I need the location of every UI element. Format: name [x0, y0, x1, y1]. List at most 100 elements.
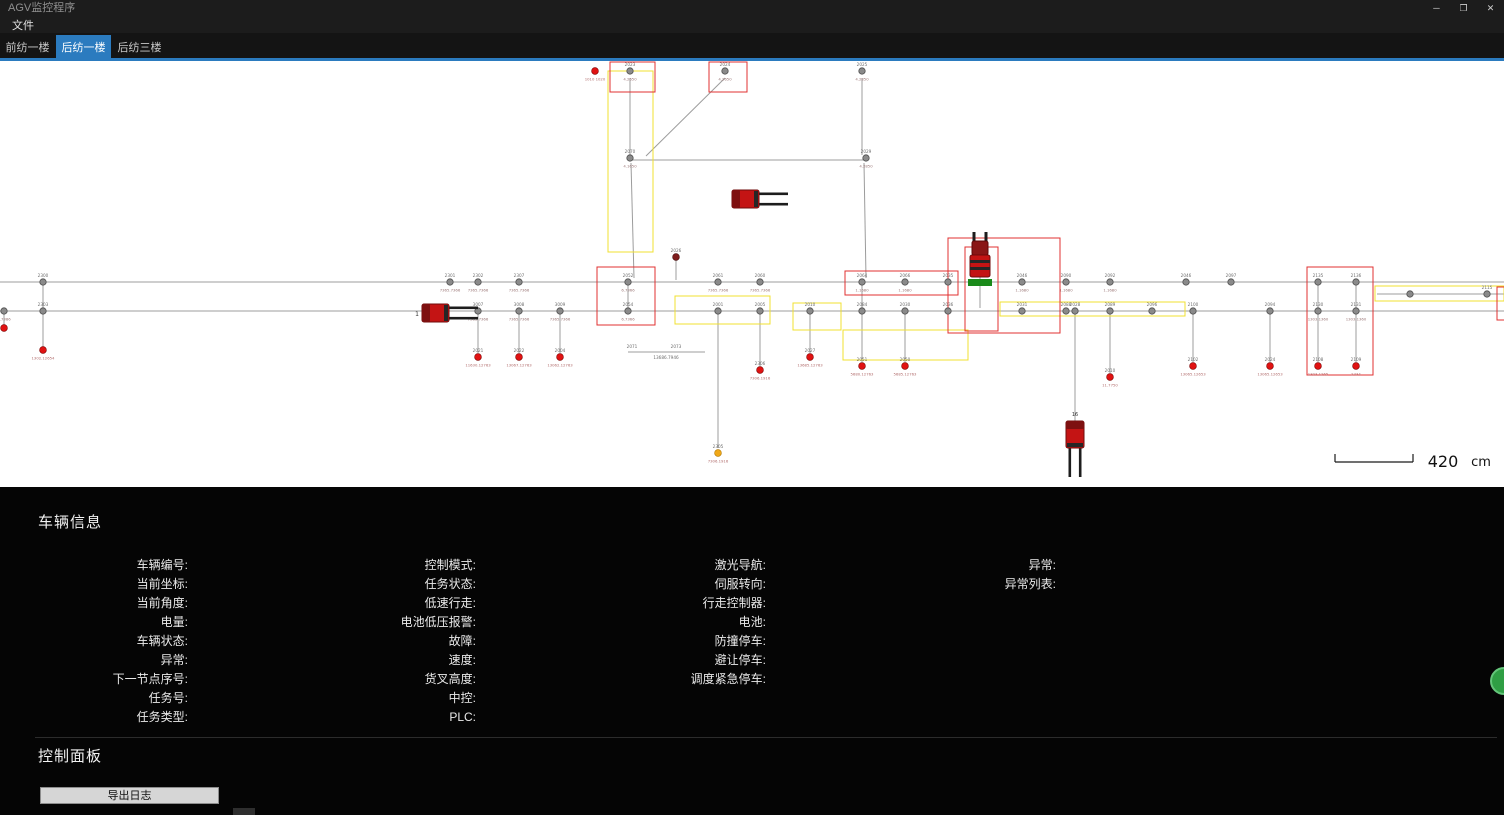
export-log-button[interactable]: 导出日志 — [40, 787, 219, 804]
tab-1[interactable]: 前纺一楼 — [5, 41, 50, 54]
map-node[interactable]: 6.7386 — [0, 307, 11, 322]
agv-forklift[interactable]: 1 — [415, 303, 478, 323]
map-node[interactable]: 2135 — [1313, 273, 1324, 286]
svg-text:7365.7366: 7365.7366 — [708, 288, 729, 293]
window-controls: ─ ❐ ✕ — [1423, 0, 1504, 16]
agv-forklift[interactable] — [731, 189, 788, 209]
warning-zone-rect — [674, 295, 771, 325]
svg-text:2136: 2136 — [1351, 273, 1362, 278]
agv-forklift[interactable]: 16 — [1065, 412, 1085, 477]
map-alarm-dot[interactable]: 1010 1020 — [585, 67, 606, 82]
svg-text:2115: 2115 — [1482, 285, 1493, 290]
map-node[interactable]: 2046 — [1181, 273, 1192, 286]
map-alarm-dot[interactable] — [0, 324, 8, 332]
svg-text:2030: 2030 — [900, 302, 911, 307]
map-node[interactable]: 2084 — [857, 302, 868, 315]
maximize-button[interactable]: ❐ — [1459, 2, 1468, 13]
map-node[interactable]: 2303 — [38, 302, 49, 315]
field-label: 控制模式: — [424, 558, 476, 572]
map-node[interactable]: 2031 — [1017, 302, 1028, 315]
map-node[interactable]: 2001 — [713, 302, 724, 315]
close-button[interactable]: ✕ — [1486, 2, 1495, 13]
svg-text:2109: 2109 — [1351, 357, 1362, 362]
map-darkred-dot[interactable]: 2026 — [671, 248, 682, 261]
svg-text:cm: cm — [1471, 455, 1491, 470]
map-node[interactable]: 2300 — [38, 273, 49, 286]
svg-text:7365.7366: 7365.7366 — [509, 317, 530, 322]
svg-text:2004: 2004 — [555, 348, 566, 353]
alarm-zone-rect — [1496, 286, 1504, 321]
map-node[interactable] — [1406, 290, 1414, 298]
menu-file[interactable]: 文件 — [12, 19, 34, 32]
map-node[interactable]: 2030 — [900, 302, 911, 315]
svg-text:1010 1020: 1010 1020 — [585, 77, 606, 82]
map-node[interactable]: 2096 — [1147, 302, 1158, 315]
map-node[interactable]: 2036 — [943, 302, 954, 315]
map-node[interactable]: 2005 — [755, 302, 766, 315]
map-alarm-dot[interactable]: 1302.12654 — [32, 346, 56, 361]
svg-text:2090: 2090 — [1061, 273, 1072, 278]
map-node[interactable]: 2115 — [1482, 285, 1493, 298]
field-label: 当前坐标: — [136, 577, 188, 591]
bottom-partial-control[interactable] — [233, 808, 255, 815]
map-node[interactable]: 2089 — [1105, 302, 1116, 315]
warning-zone-rect — [1374, 285, 1504, 302]
map-node[interactable]: 2136 — [1351, 273, 1362, 286]
svg-text:2027: 2027 — [805, 348, 816, 353]
minimize-button[interactable]: ─ — [1433, 3, 1440, 13]
map-node[interactable]: 2094 — [1265, 302, 1276, 315]
map-node[interactable]: 2088 — [1061, 302, 1072, 315]
warning-zone-rect — [999, 301, 1186, 317]
field-label: 异常列表: — [1004, 577, 1056, 591]
menu-bar: 文件 — [0, 16, 1504, 33]
tab-3[interactable]: 后纺三楼 — [117, 41, 162, 54]
agv-forklift[interactable] — [968, 232, 992, 286]
map-node[interactable]: 2100 — [1188, 302, 1199, 315]
map-node[interactable]: 2010 — [805, 302, 816, 315]
map-node[interactable]: 30077365.7366 — [468, 302, 489, 322]
map-node[interactable]: 2035 — [943, 273, 954, 286]
map-node[interactable]: 2028 — [1070, 302, 1081, 315]
svg-text:7365.7366: 7365.7366 — [440, 288, 461, 293]
svg-text:13686.7946: 13686.7946 — [653, 355, 679, 360]
svg-text:6.7386: 6.7386 — [0, 317, 11, 322]
tab-2[interactable]: 后纺一楼 — [56, 35, 111, 58]
map-node[interactable]: 2097 — [1226, 273, 1237, 286]
